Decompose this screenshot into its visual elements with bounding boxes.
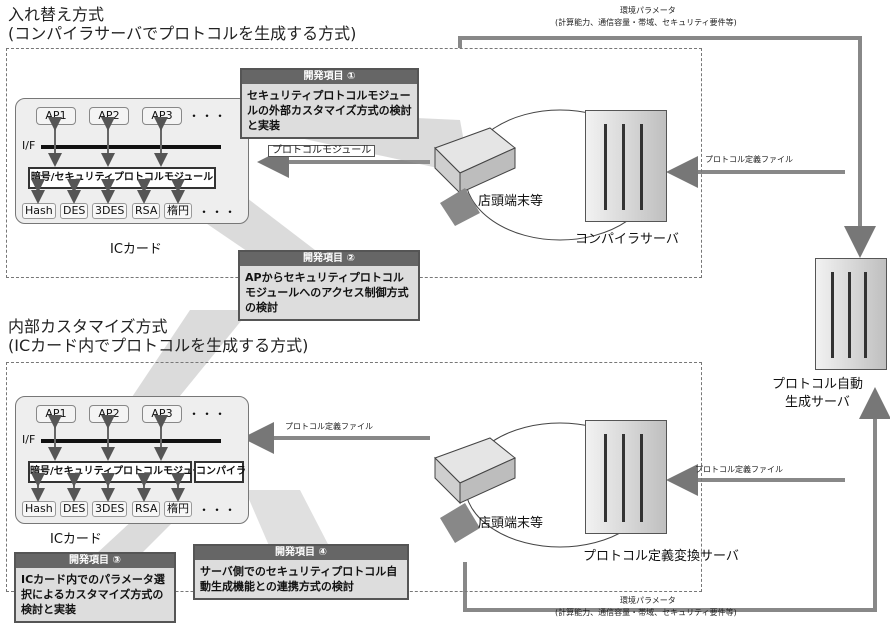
- if-bar: [41, 439, 221, 443]
- algo-des: DES: [60, 501, 89, 517]
- env-param-line-bottom: [463, 387, 890, 612]
- bottom-section-subtitle: (ICカード内でプロトコルを生成する方式): [8, 336, 309, 355]
- def-file-label-top: プロトコル定義ファイル: [705, 155, 793, 164]
- conversion-server-label: プロトコル定義変換サーバ: [583, 549, 739, 564]
- ic-card-bottom: AP1 AP2 AP3 ・・・ I/F 暗号/セキュリティプロトコルモジュール …: [15, 396, 249, 524]
- terminal-top: [434, 127, 516, 226]
- compiler-server-icon: [585, 110, 667, 222]
- card-bottom-arrows: [31, 415, 185, 502]
- env-params-top-line2: (計算能力、通信容量・帯域、セキュリティ要件等): [555, 18, 737, 27]
- def-file-label-bottom-left: プロトコル定義ファイル: [285, 422, 373, 431]
- terminal-bottom-label: 店頭端末等: [478, 516, 544, 531]
- dev-item-3-header: 開発項目 ③: [16, 554, 174, 568]
- dev-item-4-header: 開発項目 ④: [195, 546, 407, 560]
- env-params-top-line1: 環境パラメータ: [620, 6, 676, 15]
- compiler-module: コンパイラ: [194, 461, 246, 483]
- auto-gen-server-icon: [815, 258, 887, 370]
- conversion-server-icon: [585, 420, 667, 534]
- terminal-top-label: 店頭端末等: [478, 194, 544, 209]
- if-label: I/F: [22, 433, 36, 446]
- algo-ellipsis: ・・・: [198, 503, 238, 517]
- env-param-line-top: [458, 36, 876, 258]
- bottom-section-title: 内部カスタマイズ方式: [8, 317, 168, 336]
- if-label: I/F: [22, 139, 36, 152]
- algo-ellipsis: ・・・: [198, 205, 238, 219]
- dev-item-1-body: セキュリティプロトコルモジュールの外部カスタマイズ方式の検討と実装: [247, 89, 412, 132]
- dev-item-1: 開発項目 ① セキュリティプロトコルモジュールの外部カスタマイズ方式の検討と実装: [240, 68, 419, 139]
- protocol-module-label: プロトコルモジュール: [268, 145, 376, 157]
- dev-item-2-header: 開発項目 ②: [240, 252, 418, 266]
- auto-gen-server-label-2: 生成サーバ: [785, 395, 850, 410]
- ic-card-top-caption: ICカード: [110, 242, 162, 257]
- beam-dev-item-4: [245, 490, 330, 548]
- dev-item-4: 開発項目 ④ サーバ側でのセキュリティプロトコル自動生成機能との連携方式の検討: [193, 544, 409, 600]
- ic-card-top: AP1 AP2 AP3 ・・・ I/F 暗号/セキュリティプロトコルモジュール …: [15, 98, 249, 224]
- if-bar: [41, 145, 221, 149]
- auto-gen-server-label-1: プロトコル自動: [772, 377, 864, 392]
- algo-hash: Hash: [22, 203, 56, 219]
- dev-item-3: 開発項目 ③ ICカード内でのパラメータ選択によるカスタマイズ方式の検討と実装: [14, 552, 176, 623]
- top-section-subtitle: (コンパイラサーバでプロトコルを生成する方式): [8, 24, 357, 43]
- env-params-bottom-line2: (計算能力、通信容量・帯域、セキュリティ要件等): [555, 608, 737, 617]
- dev-item-1-header: 開発項目 ①: [242, 70, 417, 84]
- apps-ellipsis: ・・・: [188, 109, 228, 123]
- algo-ecc: 楕円: [164, 203, 192, 219]
- terminal-bottom: [434, 437, 516, 543]
- ic-card-bottom-caption: ICカード: [50, 532, 102, 547]
- dev-item-2-body: APからセキュリティプロトコルモジュールへのアクセス制御方式の検討: [245, 271, 409, 314]
- apps-ellipsis: ・・・: [188, 407, 228, 421]
- env-params-bottom-line1: 環境パラメータ: [620, 596, 676, 605]
- algo-hash: Hash: [22, 501, 56, 517]
- dev-item-2: 開発項目 ② APからセキュリティプロトコルモジュールへのアクセス制御方式の検討: [238, 250, 420, 321]
- dev-item-3-body: ICカード内でのパラメータ選択によるカスタマイズ方式の検討と実装: [21, 573, 165, 616]
- algo-rsa: RSA: [132, 501, 161, 517]
- top-section-title: 入れ替え方式: [8, 5, 105, 24]
- def-file-label-bottom-right: プロトコル定義ファイル: [695, 465, 783, 474]
- algo-des: DES: [60, 203, 89, 219]
- compiler-server-label: コンパイラサーバ: [575, 232, 679, 247]
- dev-item-4-body: サーバ側でのセキュリティプロトコル自動生成機能との連携方式の検討: [200, 565, 398, 593]
- card-top-arrows: [31, 117, 185, 204]
